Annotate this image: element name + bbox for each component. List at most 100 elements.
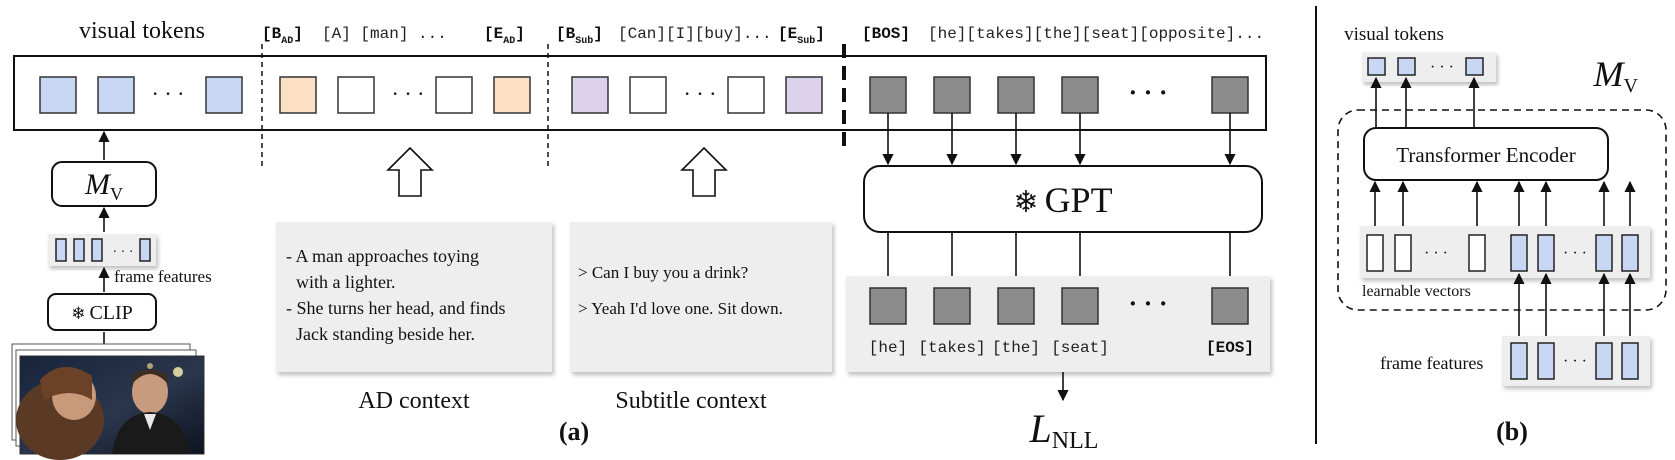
frame-feature-arrows [1513, 272, 1636, 338]
visual-token [1465, 57, 1484, 76]
mv-box [51, 161, 157, 207]
subtitle-context-line: > Can I buy you a drink? [578, 263, 748, 282]
text-token [869, 76, 907, 114]
frame-feature [55, 238, 67, 262]
sub-context-up-arrow [680, 146, 728, 197]
clip-box [47, 293, 157, 331]
loss-label: LNLL [1029, 406, 1099, 454]
feature-vector [1537, 234, 1555, 272]
feature-vector [1595, 234, 1613, 272]
frame-features-label: frame features [114, 267, 212, 286]
ellipsis: · · · [1430, 59, 1454, 76]
sub-tokens-label: [Can][I][buy]... [618, 25, 772, 43]
clip-label: ❄CLIP [71, 302, 133, 324]
frame-features-label: frame features [1380, 353, 1483, 373]
transformer-encoder-label: Transformer Encoder [1396, 143, 1575, 167]
output-token-label: [takes] [918, 339, 985, 357]
visual-tokens-label: visual tokens [1344, 24, 1444, 45]
output-token-label: [he] [869, 339, 907, 357]
gpt-label: ❄GPT [1013, 180, 1112, 220]
ellipsis: · · · [1563, 245, 1587, 262]
text-tokens-label: [he][takes][the][seat][opposite]... [928, 25, 1264, 43]
sub-token [629, 76, 667, 114]
ad-token-group: · · · [279, 76, 531, 114]
sub-end-token-label: [ESub] [778, 25, 825, 47]
ad-token [435, 76, 473, 114]
subtitle-context-panel [570, 222, 832, 372]
frame-feature [1537, 342, 1555, 380]
mv-label: MV [1593, 54, 1639, 97]
output-token-label: [the] [992, 339, 1040, 357]
ellipsis: · · · [1128, 289, 1167, 318]
frame-feature [91, 238, 103, 262]
ellipsis: · · · [1128, 78, 1167, 107]
ellipsis: · · · [1563, 353, 1587, 370]
ad-token [337, 76, 375, 114]
transformer-encoder-box [1363, 127, 1609, 181]
visual-token [39, 76, 77, 114]
encoder-output-arrows [1370, 76, 1480, 128]
sub-begin-token-label: [BSub] [556, 25, 603, 47]
frame-feature [73, 238, 85, 262]
snowflake-icon: ❄ [1013, 186, 1038, 219]
ad-context-line: Jack standing beside her. [296, 324, 475, 344]
learnable-vector [1366, 234, 1384, 272]
text-token [997, 76, 1035, 114]
visual-token [97, 76, 135, 114]
ad-tokens-label: [A] [man] ... [322, 25, 447, 43]
output-panel [846, 276, 1270, 372]
ellipsis: · · · [152, 81, 185, 106]
visual-token [205, 76, 243, 114]
learnable-vectors: · · · [1366, 234, 1486, 272]
frame-feature [1510, 342, 1528, 380]
frame-feature [1621, 342, 1639, 380]
visual-token [1367, 57, 1386, 76]
bos-token-label: [BOS] [862, 25, 910, 43]
subtitle-context-line: > Yeah I'd love one. Sit down. [578, 299, 783, 318]
frame-feature [139, 238, 151, 262]
feature-vector [1510, 234, 1528, 272]
sub-token-group: · · · [571, 76, 823, 114]
mv-label: MV [84, 168, 123, 204]
output-token [1211, 287, 1249, 325]
feature-vector [1621, 234, 1639, 272]
ellipsis: · · · [684, 81, 717, 106]
output-token [933, 287, 971, 325]
sub-end-token [785, 76, 823, 114]
visual-token [1397, 57, 1416, 76]
output-token-label: [seat] [1051, 339, 1109, 357]
output-token [869, 287, 907, 325]
visual-tokens-label: visual tokens [79, 18, 205, 44]
learnable-vectors-label: learnable vectors [1362, 283, 1471, 300]
token-to-gpt-arrows [882, 113, 1236, 166]
learnable-vector [1468, 234, 1486, 272]
feature-vectors: · · · [1510, 234, 1639, 272]
text-token-group: · · · [869, 76, 1249, 114]
ellipsis: · · · [1424, 245, 1448, 262]
sub-token [727, 76, 765, 114]
frame-feature [1595, 342, 1613, 380]
sub-begin-token [571, 76, 609, 114]
ad-context-panel [276, 222, 552, 372]
output-token [997, 287, 1035, 325]
video-frames-image [11, 343, 205, 460]
ad-context-caption: AD context [358, 388, 470, 414]
panel-b-label: (b) [1496, 417, 1528, 446]
ad-end-token-label: [EAD] [484, 25, 525, 47]
ad-context-line: with a lighter. [296, 272, 395, 292]
output-token-group: · · · [869, 287, 1249, 325]
ellipsis: · · · [113, 245, 134, 260]
mv-module-dashed-box [1337, 109, 1667, 311]
ad-context-line: - A man approaches toying [286, 246, 479, 266]
learnable-vector [1394, 234, 1412, 272]
snowflake-icon: ❄ [71, 304, 85, 323]
ad-end-token [493, 76, 531, 114]
visual-token-group: · · · [39, 76, 243, 114]
panel-a-label: (a) [559, 417, 589, 446]
ad-begin-token-label: [BAD] [262, 25, 303, 47]
ellipsis: · · · [392, 81, 425, 106]
output-token [1061, 287, 1099, 325]
ad-begin-token [279, 76, 317, 114]
text-token [1211, 76, 1249, 114]
